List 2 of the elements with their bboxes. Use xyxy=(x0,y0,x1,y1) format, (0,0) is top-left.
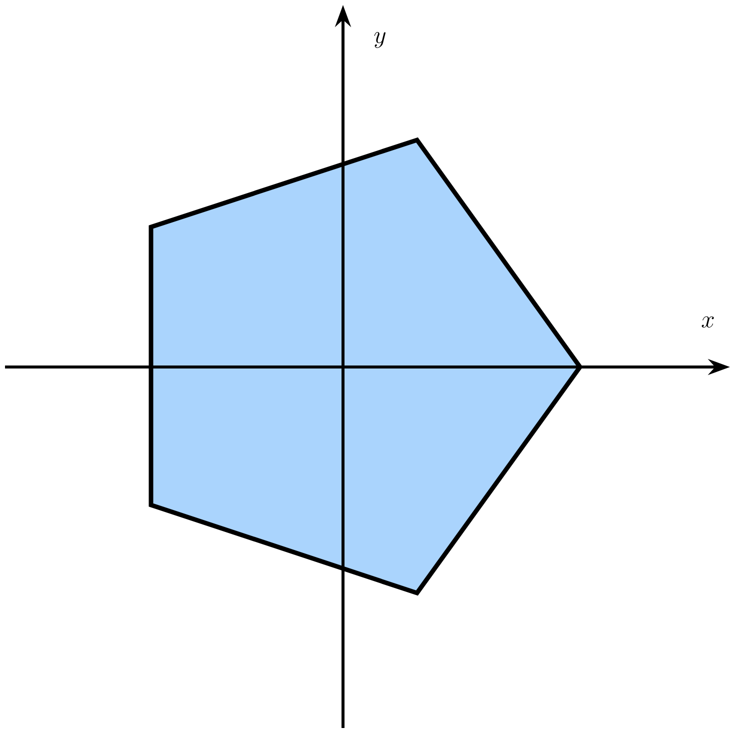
axis-label: $y$ xyxy=(374,32,386,48)
axis-label: $x$ xyxy=(702,316,714,328)
